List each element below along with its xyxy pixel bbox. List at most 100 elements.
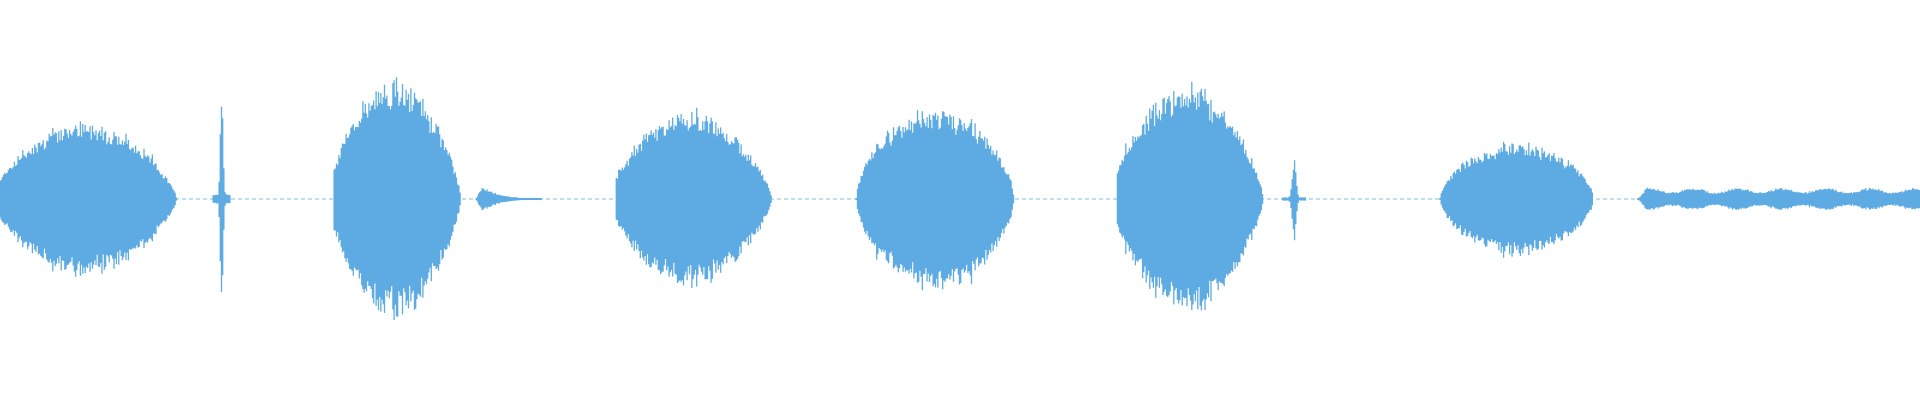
baseline-tick [1099, 198, 1103, 200]
baseline-tick [301, 198, 305, 200]
baseline-tick [588, 198, 592, 200]
baseline-tick [1624, 198, 1628, 200]
baseline-tick [1113, 198, 1117, 200]
baseline-tick [784, 198, 788, 200]
baseline-tick [238, 198, 242, 200]
baseline-tick [1379, 198, 1383, 200]
waveform-segment-path [855, 110, 1015, 291]
waveform-segment [1439, 141, 1594, 258]
baseline-tick [273, 198, 277, 200]
baseline-tick [1631, 198, 1635, 200]
baseline-tick [1309, 198, 1313, 200]
baseline-tick [1365, 198, 1369, 200]
waveform-segment [475, 188, 542, 211]
baseline-tick [1267, 198, 1271, 200]
baseline-tick [1057, 198, 1061, 200]
baseline-tick [1617, 198, 1621, 200]
baseline-tick [203, 198, 207, 200]
baseline-tick [315, 198, 319, 200]
baseline-tick [1400, 198, 1404, 200]
waveform-segment [212, 106, 231, 292]
baseline-tick [1610, 198, 1614, 200]
baseline-tick [1351, 198, 1355, 200]
baseline-tick [595, 198, 599, 200]
baseline-tick [1071, 198, 1075, 200]
baseline-tick [287, 198, 291, 200]
baseline-tick [1358, 198, 1362, 200]
baseline-tick [581, 198, 585, 200]
waveform-segment-path [1637, 187, 1920, 210]
baseline-tick [329, 198, 333, 200]
baseline-tick [245, 198, 249, 200]
waveform-segment [333, 77, 461, 320]
baseline-tick [1596, 198, 1600, 200]
waveform-segment-path [333, 77, 461, 320]
baseline-tick [1274, 198, 1278, 200]
baseline-tick [1344, 198, 1348, 200]
baseline-tick [798, 198, 802, 200]
baseline-tick [231, 198, 235, 200]
baseline-tick [1414, 198, 1418, 200]
baseline-tick [189, 198, 193, 200]
baseline-tick [322, 198, 326, 200]
baseline-tick [826, 198, 830, 200]
baseline-tick [1029, 198, 1033, 200]
waveform-segment [855, 110, 1015, 291]
waveform-segment-path [212, 106, 231, 292]
baseline-tick [609, 198, 613, 200]
baseline-tick [462, 198, 466, 200]
waveform-segment-path [0, 121, 178, 277]
baseline-tick [1330, 198, 1334, 200]
baseline-tick [1393, 198, 1397, 200]
waveform-segment-path [1281, 160, 1307, 241]
waveform-segment-path [615, 107, 772, 289]
baseline-tick [1022, 198, 1026, 200]
waveform-segment [1637, 187, 1920, 210]
baseline-tick [819, 198, 823, 200]
baseline-tick [1435, 198, 1439, 200]
baseline-tick [308, 198, 312, 200]
baseline-tick [1043, 198, 1047, 200]
baseline-tick [294, 198, 298, 200]
baseline-tick [266, 198, 270, 200]
baseline-tick [1085, 198, 1089, 200]
baseline-tick [560, 198, 564, 200]
baseline-tick [1428, 198, 1432, 200]
baseline-tick [1015, 198, 1019, 200]
baseline-tick [259, 198, 263, 200]
baseline-tick [840, 198, 844, 200]
baseline-tick [812, 198, 816, 200]
baseline-tick [182, 198, 186, 200]
baseline-tick [1386, 198, 1390, 200]
baseline-tick [1064, 198, 1068, 200]
baseline-tick [1106, 198, 1110, 200]
waveform-segment [1281, 160, 1307, 241]
baseline-tick [210, 198, 214, 200]
baseline-tick [1337, 198, 1341, 200]
baseline-tick [770, 198, 774, 200]
baseline-tick [574, 198, 578, 200]
waveform-segment-path [1439, 141, 1594, 258]
waveform-segment [1116, 81, 1264, 311]
waveform-segment-path [475, 188, 542, 211]
baseline-tick [553, 198, 557, 200]
baseline-tick [1421, 198, 1425, 200]
baseline-tick [1372, 198, 1376, 200]
baseline-tick [567, 198, 571, 200]
waveform-segments [0, 77, 1920, 320]
baseline-tick [1092, 198, 1096, 200]
baseline-tick [1050, 198, 1054, 200]
baseline-tick [791, 198, 795, 200]
baseline-tick [805, 198, 809, 200]
baseline-tick [602, 198, 606, 200]
baseline-tick [280, 198, 284, 200]
baseline-tick [1036, 198, 1040, 200]
baseline-tick [1323, 198, 1327, 200]
baseline-tick [252, 198, 256, 200]
baseline-tick [1603, 198, 1607, 200]
waveform-segment [0, 121, 178, 277]
baseline-tick [833, 198, 837, 200]
baseline-tick [1316, 198, 1320, 200]
